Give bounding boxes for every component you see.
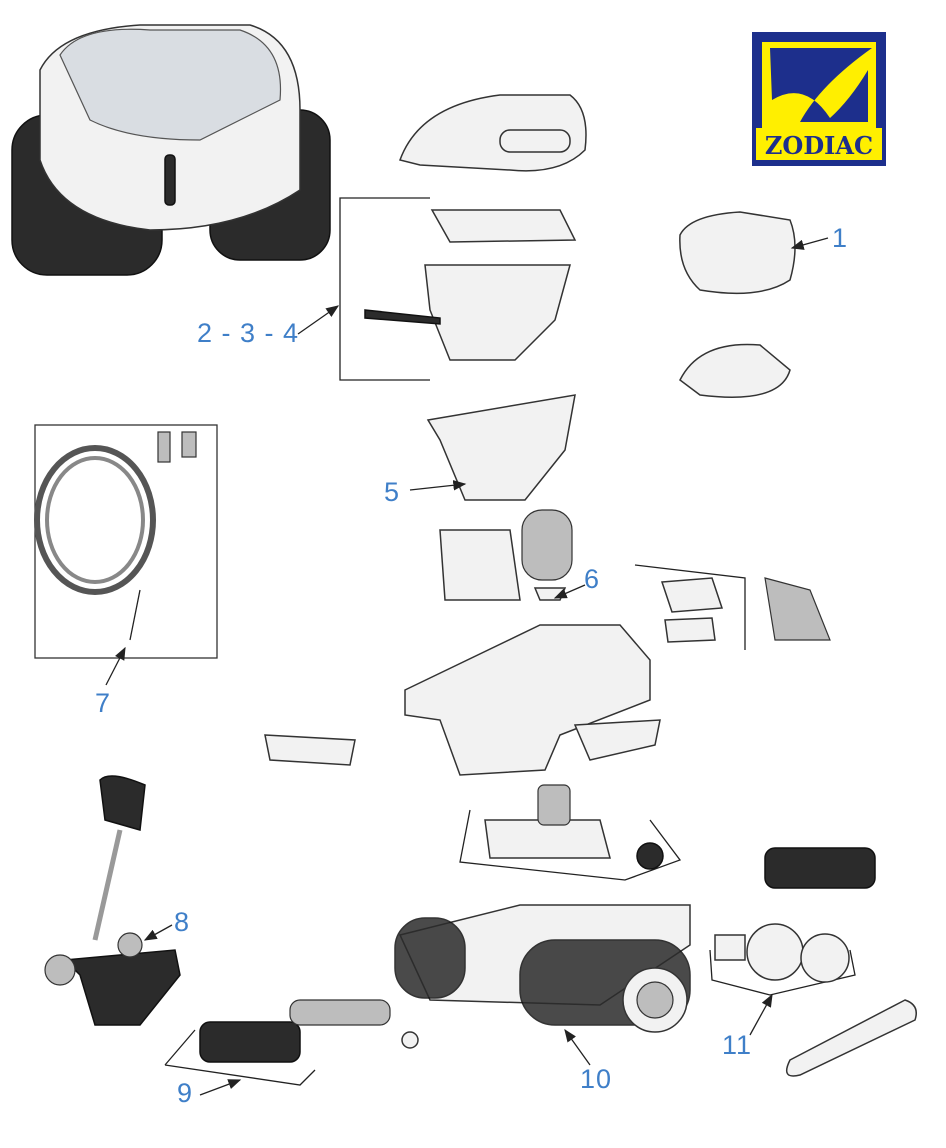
callout-6: 6 bbox=[584, 564, 601, 594]
filter-lid bbox=[430, 209, 577, 243]
cable-box bbox=[34, 424, 218, 659]
assembled-robot-image bbox=[11, 24, 331, 276]
callout-11: 11 bbox=[722, 1030, 753, 1060]
filter-parts-6 bbox=[439, 509, 573, 601]
callout-9: 9 bbox=[177, 1078, 194, 1108]
zodiac-logo: ZODIAC bbox=[752, 32, 886, 166]
handle-8 bbox=[44, 775, 181, 1026]
power-supply-1 bbox=[679, 211, 796, 398]
leader-lines bbox=[105, 237, 829, 1096]
callout-2-3-4: 2 - 3 - 4 bbox=[197, 318, 300, 348]
floating-cable bbox=[34, 431, 197, 641]
callout-7: 7 bbox=[95, 688, 112, 718]
chassis-10 bbox=[394, 904, 691, 1033]
callout-8: 8 bbox=[174, 907, 191, 937]
svg-text:ZODIAC: ZODIAC bbox=[765, 131, 873, 160]
wheels-11 bbox=[714, 847, 917, 1077]
robot-body bbox=[264, 624, 661, 776]
top-cover bbox=[399, 94, 587, 172]
side-parts bbox=[660, 577, 831, 643]
filter-basket-5 bbox=[426, 394, 576, 501]
callout-1: 1 bbox=[832, 223, 849, 253]
brushes-9 bbox=[199, 999, 419, 1063]
callout-10: 10 bbox=[580, 1064, 613, 1094]
motor-block bbox=[484, 784, 664, 870]
filter-basket bbox=[364, 264, 571, 361]
callout-5: 5 bbox=[384, 477, 401, 507]
